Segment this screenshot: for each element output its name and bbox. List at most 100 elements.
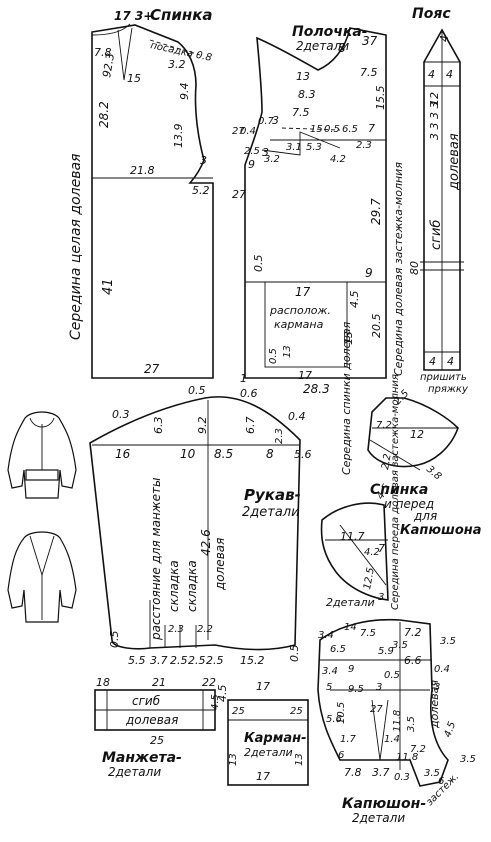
sleeve-piece: Рукав- 2детали 0.5 1 0.6 0.3 0.4 6.3 9.2…: [89, 372, 312, 667]
hood-label-65: 6.5: [330, 644, 346, 655]
hood-label-27: 27: [370, 704, 383, 715]
pocket-placement: [264, 281, 348, 368]
sketch-back-view: [7, 531, 77, 623]
hood-title: Капюшон-: [342, 796, 426, 812]
sleeve-text-pleat: складка: [167, 560, 181, 612]
cuff-title: Манжета-: [102, 750, 182, 766]
front-guide: [281, 127, 341, 131]
hood-front-piece: 4.5 11.7 4.2 7 12.5 3 Середина переда до…: [320, 374, 401, 610]
back-outline: [91, 24, 214, 379]
hood-caption-3: для: [413, 509, 437, 523]
front-label-27b: 27: [232, 188, 246, 201]
hood-label-05: 0.5: [384, 670, 400, 681]
pocket-label-17b: 17: [256, 770, 270, 783]
hood-label-6b: 6: [438, 776, 444, 787]
back-label-41: 41: [101, 278, 116, 295]
back-center-fold: Середина целая долевая: [68, 154, 84, 340]
front-label-05b: 0.5: [252, 255, 265, 273]
belt-label-4top: 4: [438, 35, 451, 42]
front-label-42: 4.2: [330, 154, 346, 165]
hood-front-label-117: 11.7: [340, 530, 365, 543]
hood-label-04: 0.4: [434, 664, 450, 675]
back-dart: [117, 27, 133, 81]
hood-piece: Капюшон- 2детали застеж. 3.4 14 7.5 6.5 …: [317, 618, 476, 825]
front-label-75: 7.5: [360, 66, 378, 79]
hood-front-outline: [320, 502, 389, 601]
hood-label-105: 10.5: [336, 702, 347, 724]
hood-label-9: 9: [348, 664, 354, 675]
front-label-25: 2.5: [244, 146, 260, 157]
sleeve-label-03: 0.3: [112, 408, 130, 421]
pocket-outline: [227, 699, 309, 786]
sleeve-label-04: 0.4: [288, 410, 306, 423]
front-label-04: 0.4: [240, 126, 256, 137]
hood-label-3: 3: [376, 682, 382, 693]
sleeve-label-63: 6.3: [152, 417, 165, 435]
hood-front-label-125: 12.5: [362, 567, 377, 591]
hood-label-5: 5: [326, 682, 332, 693]
hood-label-66: 6.6: [404, 654, 422, 667]
sleeve-label-05b: 0.5: [108, 631, 121, 649]
cuff-label-22: 22: [202, 676, 216, 689]
sleeve-label-22: 2.2: [197, 624, 213, 635]
sleeve-bottom-1: 5.5: [128, 654, 146, 667]
belt-label-80: 80: [408, 261, 421, 275]
sleeve-label-426: 42.6: [199, 529, 213, 556]
front-label-3b: 3: [262, 146, 269, 159]
hood-label-17: 1.7: [340, 734, 357, 745]
front-label-27: 27: [232, 126, 245, 137]
belt-fold: сгиб: [429, 220, 444, 250]
pocket-label-13b: 13: [282, 345, 293, 358]
pocket-label-25b: 25: [290, 706, 303, 717]
back-label-32: 3.2: [168, 58, 186, 71]
sleeve-label-23: 2.3: [274, 428, 285, 444]
hood-dart: [371, 699, 389, 761]
back-bottom: 27: [144, 362, 160, 376]
hood-small-label-38: 3.8: [424, 464, 443, 483]
front-label-3: 3: [272, 114, 279, 127]
back-label-52: 5.2: [192, 184, 210, 197]
front-label-83: 8.3: [298, 88, 316, 101]
sleeve-label-1: 1: [240, 372, 247, 385]
pocket-label-05: 0.5: [268, 348, 279, 364]
hood-caption-1: Спинка: [370, 482, 428, 498]
back-label-282: 28.2: [97, 101, 111, 128]
sleeve-label-23b: 2.3: [168, 624, 184, 635]
sleeve-bottom-3: 2.5: [170, 654, 188, 667]
hood-small-label-22: 2.2: [380, 453, 394, 471]
sleeve-bottom-2: 3.7: [150, 654, 168, 667]
sleeve-text-grain: долевая: [213, 538, 227, 591]
front-label-155: 15.5: [374, 86, 387, 111]
pocket-label-45a: 4.5: [210, 694, 221, 710]
hood-front-center: Середина переда долевая застежка-молния: [390, 374, 401, 610]
sleeve-bottom-6: 15.2: [240, 654, 265, 667]
front-label-23: 2.3: [356, 140, 372, 151]
front-label-13: 13: [296, 70, 310, 83]
belt-label-4b: 4: [446, 68, 453, 81]
front-title: Полочка-: [292, 24, 368, 40]
hood-caption-4: Капюшона: [400, 523, 482, 538]
front-label-8: 8: [338, 41, 346, 55]
hood-label-72b: 7.2: [410, 744, 426, 755]
back-guide: [149, 39, 201, 56]
hood-label-14b: 1.4: [384, 734, 400, 745]
cuff-subtitle: 2детали: [108, 765, 161, 779]
cuff-label-21: 21: [152, 676, 166, 689]
sleeve-subtitle: 2детали: [242, 505, 300, 520]
back-label-15: 15: [127, 72, 141, 85]
back-label-94: 9.4: [178, 83, 191, 101]
front-outline: [244, 27, 387, 379]
belt-note-2: пряжку: [428, 384, 469, 395]
cuff-label-18: 18: [96, 676, 110, 689]
back-neck: [91, 23, 131, 36]
hood-label-72: 7.2: [404, 626, 422, 639]
pocket-placement-label: располож.: [269, 304, 331, 317]
front-bottom: 28.3: [303, 382, 330, 396]
hood-grain: долевая: [428, 680, 441, 729]
cuff-grain: долевая: [125, 713, 178, 727]
front-label-32: 3.2: [264, 154, 280, 165]
hood-small-center: Середина спинки долевая: [340, 321, 353, 475]
front-label-9b: 9: [365, 266, 373, 280]
belt-label-3333: 3 3 3 3: [428, 102, 441, 140]
pocket-label-17a: 17: [256, 680, 270, 693]
